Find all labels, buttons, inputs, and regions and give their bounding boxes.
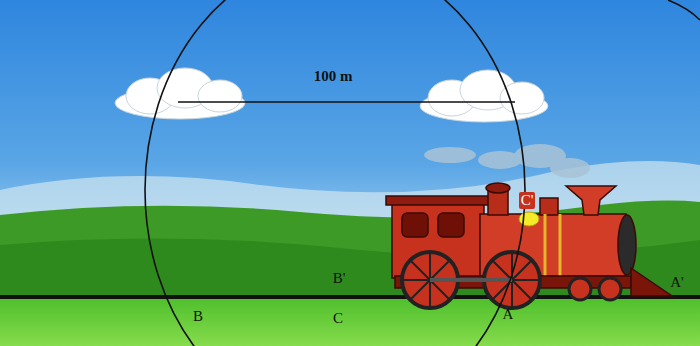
- distance-line: [178, 101, 515, 102]
- wavefront-arc: [668, 0, 700, 20]
- observer-dot: [519, 212, 539, 226]
- boiler-band: [544, 214, 547, 276]
- wheel-spokes: [402, 252, 540, 308]
- lead-wheel: [569, 278, 591, 300]
- point-label: C': [519, 192, 536, 209]
- cab-roof: [386, 196, 490, 205]
- track-line: [0, 295, 700, 299]
- cowcatcher: [631, 268, 672, 296]
- cab-window: [402, 213, 428, 237]
- connecting-rod: [430, 278, 512, 282]
- point-label: B: [191, 308, 205, 325]
- right-cloud: [420, 70, 548, 122]
- boiler-band: [559, 214, 562, 276]
- point-label: A': [668, 274, 686, 291]
- smokestack: [566, 186, 616, 215]
- grass: [0, 298, 700, 346]
- dome-cap: [486, 183, 510, 193]
- smoke-puff: [424, 147, 476, 163]
- sand-dome: [540, 198, 558, 215]
- cab-window: [438, 213, 464, 237]
- point-label: A: [501, 306, 516, 323]
- smoke: [424, 144, 590, 178]
- boiler-front: [618, 215, 636, 275]
- cloud-part: [500, 82, 544, 114]
- lead-wheel: [599, 278, 621, 300]
- sky: [0, 0, 700, 300]
- smoke-puff: [550, 158, 590, 178]
- wavefront-circle: [145, 0, 525, 346]
- dimension-label: 100 m: [312, 68, 355, 85]
- point-label: C: [331, 310, 345, 327]
- left-cloud: [115, 68, 245, 119]
- point-label: B': [331, 270, 348, 287]
- locomotive: [386, 183, 672, 308]
- cloud-part: [198, 80, 242, 112]
